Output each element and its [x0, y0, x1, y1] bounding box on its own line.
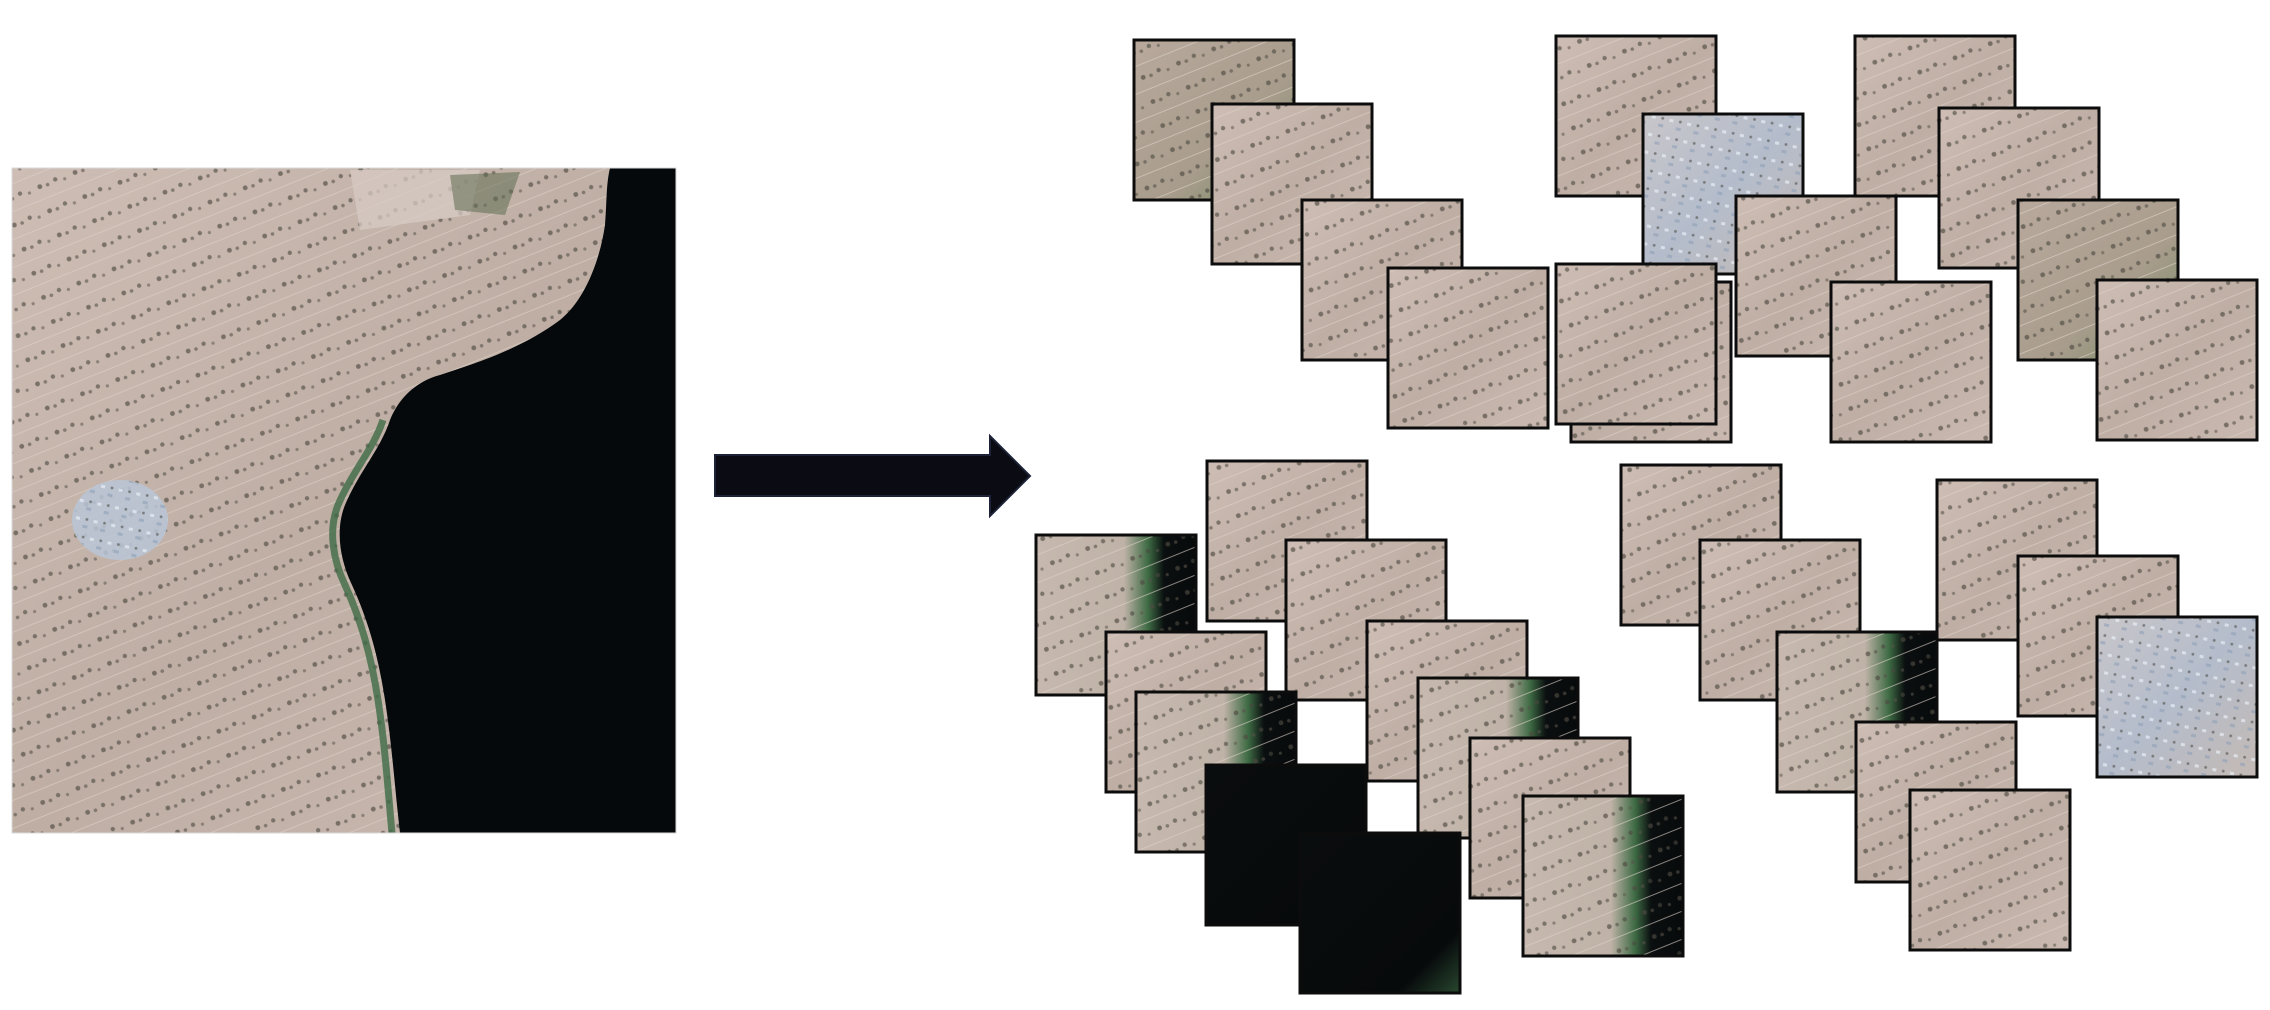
source-settlement-texture — [72, 480, 168, 560]
tile-texture — [1523, 796, 1683, 956]
source-shoreline-vegetation — [329, 418, 396, 834]
tile-border — [1298, 831, 1462, 995]
tile-texture — [1910, 790, 2070, 950]
right-arrow — [714, 433, 1032, 519]
tile-border — [1554, 262, 1718, 426]
image-tile — [2095, 278, 2259, 442]
tile-background — [1300, 833, 1460, 993]
image-tile — [1521, 794, 1685, 958]
tile-border — [1521, 794, 1685, 958]
cluster-bottom-right — [1619, 463, 2259, 952]
tile-texture — [2097, 280, 2257, 440]
source-image-frame — [11, 167, 677, 834]
tile-border — [2095, 278, 2259, 442]
tile-clusters — [1034, 34, 2259, 995]
tile-texture — [2097, 617, 2257, 777]
cluster-top-right — [1554, 34, 2259, 444]
tile-border — [1210, 102, 1374, 266]
source-satellite-image — [11, 167, 677, 834]
tile-border — [2095, 615, 2259, 779]
image-tile — [1554, 262, 1718, 426]
cluster-bottom-left — [1034, 459, 1685, 995]
image-tile — [1386, 266, 1550, 430]
tile-border — [1829, 280, 1993, 444]
image-tile — [1829, 280, 1993, 444]
cluster-top-left — [1132, 38, 1550, 430]
arrow-shape — [714, 433, 1032, 519]
source-field-patch-dark — [450, 172, 520, 215]
tile-border — [1734, 194, 1898, 358]
tile-border — [1641, 112, 1805, 276]
image-tile — [1908, 788, 2072, 952]
source-field-patch — [350, 170, 480, 230]
image-tile — [2095, 615, 2259, 779]
tile-border — [1908, 788, 2072, 952]
tile-texture — [1831, 282, 1991, 442]
tile-texture — [1556, 264, 1716, 424]
tile-border — [1386, 266, 1550, 430]
image-tile — [1298, 831, 1462, 995]
source-water — [339, 168, 676, 833]
tile-texture — [1388, 268, 1548, 428]
